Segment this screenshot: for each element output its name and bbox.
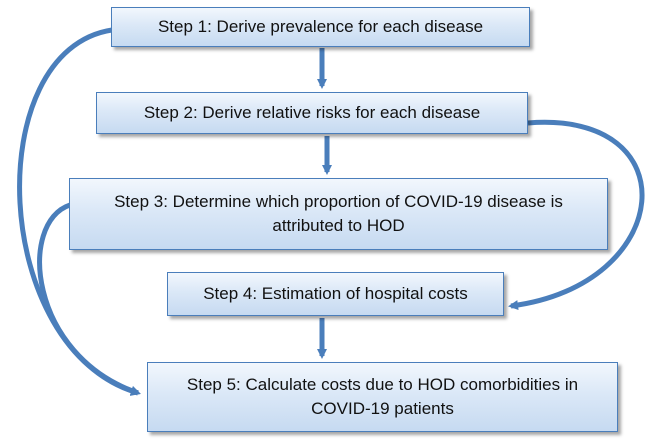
step-4-label: Step 4: Estimation of hospital costs xyxy=(203,284,468,303)
step-3-label: Step 3: Determine which proportion of CO… xyxy=(114,192,563,235)
step-5-box: Step 5: Calculate costs due to HOD comor… xyxy=(147,362,618,432)
step-1-label: Step 1: Derive prevalence for each disea… xyxy=(157,17,484,36)
step-2-box: Step 2: Derive relative risks for each d… xyxy=(96,92,528,134)
step-2-label: Step 2: Derive relative risks for each d… xyxy=(143,103,481,122)
step-3-box: Step 3: Determine which proportion of CO… xyxy=(69,178,608,250)
step-1-box: Step 1: Derive prevalence for each disea… xyxy=(111,7,530,47)
arrow-step3-to-step5 xyxy=(37,202,141,396)
arrow-step2-to-step4 xyxy=(508,119,645,311)
step-5-label: Step 5: Calculate costs due to HOD comor… xyxy=(186,375,579,418)
step-4-box: Step 4: Estimation of hospital costs xyxy=(167,272,504,316)
